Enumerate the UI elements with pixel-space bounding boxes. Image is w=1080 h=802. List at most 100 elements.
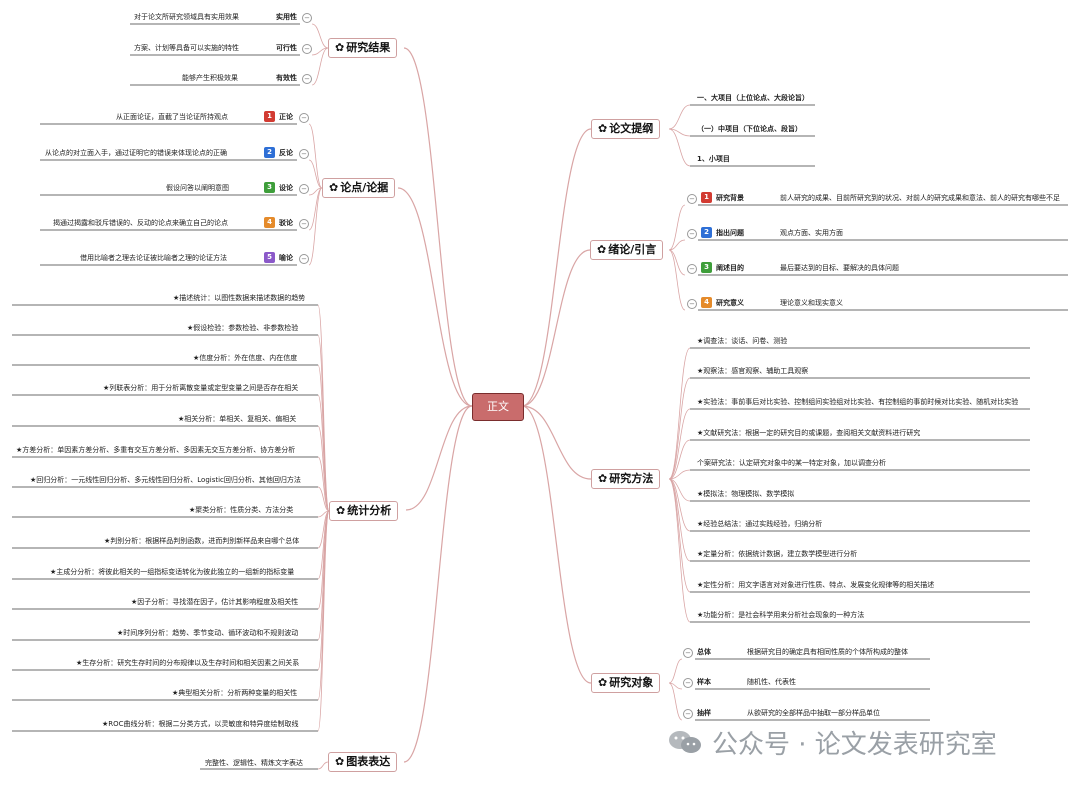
intro-item-1[interactable]: 研究背景 <box>716 194 744 202</box>
number-3-icon: 3 <box>701 262 712 273</box>
stats-item-8[interactable]: ★聚类分析：性质分类、方法分类 <box>189 506 294 514</box>
topic-paper-outline[interactable]: ✿论文提纲 <box>591 119 661 139</box>
collapse-icon[interactable]: − <box>299 113 309 123</box>
connector-line <box>668 408 691 480</box>
methods-item-6[interactable]: ★模拟法：物理模拟、数学模拟 <box>697 490 795 498</box>
intro-desc-1: 前人研究的成果、目前所研究到的状况、对前人的研究成果和意法、前人的研究有哪些不足 <box>780 194 1060 202</box>
topic-introduction[interactable]: ✿绪论/引言 <box>590 240 664 260</box>
collapse-icon[interactable]: − <box>299 219 309 229</box>
collapse-icon[interactable]: − <box>302 13 312 23</box>
arguments-item-1[interactable]: 正论 <box>279 113 293 121</box>
arguments-item-4[interactable]: 驳论 <box>279 219 293 227</box>
center-node[interactable]: 正文 <box>472 393 524 421</box>
methods-item-4[interactable]: ★文献研究法：根据一定的研究目的或课题，查阅相关文献资料进行研究 <box>697 429 921 437</box>
stats-item-13[interactable]: ★生存分析：研究生存时间的分布规律以及生存时间和相关因素之间关系 <box>76 659 300 667</box>
results-item-1[interactable]: 实用性 <box>276 13 297 21</box>
connector-line <box>668 128 691 167</box>
connector-line <box>668 204 686 251</box>
stats-item-2[interactable]: ★假设检验：参数检验、非参数检验 <box>187 324 299 332</box>
intro-item-2[interactable]: 指出问题 <box>716 229 744 237</box>
connector-line <box>403 405 473 763</box>
stats-item-6[interactable]: ★方差分析：单因素方差分析、多重有交互方差分析、多因素无交互方差分析、协方差分析 <box>16 446 296 454</box>
stats-item-14[interactable]: ★典型相关分析：分析两种变量的相关性 <box>172 689 298 697</box>
collapse-icon[interactable]: − <box>299 184 309 194</box>
stats-item-5[interactable]: ★相关分析：单相关、复相关、偏相关 <box>178 415 297 423</box>
topic-label: 研究对象 <box>609 676 654 689</box>
collapse-icon[interactable]: − <box>683 709 693 719</box>
methods-item-3[interactable]: ★实验法：事前事后对比实验、控制组间实验组对比实验、有控制组的事前时候对比实验、… <box>697 398 1019 406</box>
connector-line <box>317 304 330 512</box>
results-item-3[interactable]: 有效性 <box>276 74 297 82</box>
flower-icon: ✿ <box>336 504 346 517</box>
stats-item-9[interactable]: ★判别分析：根据样品判别函数，进而判别新样品来自哪个总体 <box>104 537 300 545</box>
number-1-icon: 1 <box>264 111 275 122</box>
collapse-icon[interactable]: − <box>683 678 693 688</box>
flower-icon: ✿ <box>597 243 607 256</box>
objects-item-3[interactable]: 抽样 <box>697 709 711 717</box>
intro-item-3[interactable]: 阐述目的 <box>716 264 744 272</box>
collapse-icon[interactable]: − <box>299 149 309 159</box>
connector-line <box>521 128 592 407</box>
connector-line <box>308 187 323 196</box>
methods-item-9[interactable]: ★定性分析：用文字语言对对象进行性质、特点、发展变化规律等的相关描述 <box>697 581 935 589</box>
topic-statistical-analysis[interactable]: ✿统计分析 <box>329 501 399 521</box>
objects-item-1[interactable]: 总体 <box>697 648 711 656</box>
topic-research-results[interactable]: ✿研究结果 <box>328 38 398 58</box>
methods-item-5[interactable]: 个案研究法：认定研究对象中的某一特定对象，加以调查分析 <box>697 459 886 467</box>
topic-label: 研究方法 <box>609 472 654 485</box>
connector-line <box>668 347 691 480</box>
topic-arguments[interactable]: ✿论点/论据 <box>322 178 396 198</box>
topic-label: 论文提纲 <box>609 122 654 135</box>
outline-item-2[interactable]: （一）中项目（下位论点、段旨） <box>697 125 802 133</box>
connector-line <box>668 478 691 593</box>
intro-item-4[interactable]: 研究意义 <box>716 299 744 307</box>
topic-research-methods[interactable]: ✿研究方法 <box>591 469 661 489</box>
objects-item-2[interactable]: 样本 <box>697 678 711 686</box>
flower-icon: ✿ <box>329 181 339 194</box>
stats-item-10[interactable]: ★主成分分析：将彼此相关的一组指标变适转化为彼此独立的一组新的指标变量 <box>50 568 295 576</box>
stats-item-15[interactable]: ★ROC曲线分析：根据二分类方式，以灵敏度和特异度绘制取线 <box>102 720 299 728</box>
outline-item-3[interactable]: 1、小项目 <box>697 155 730 163</box>
arguments-item-3[interactable]: 设论 <box>279 184 293 192</box>
stats-item-1[interactable]: ★描述统计：以图性数据来描述数据的趋势 <box>173 294 306 302</box>
methods-item-10[interactable]: ★功能分析：是社会科学用来分析社会现象的一种方法 <box>697 611 865 619</box>
outline-item-1[interactable]: 一、大项目（上位论点、大段论旨） <box>697 94 809 102</box>
arguments-item-2[interactable]: 反论 <box>279 149 293 157</box>
arguments-desc-1: 从正面论证，直截了当论证所持观点 <box>116 113 228 121</box>
collapse-icon[interactable]: − <box>299 254 309 264</box>
collapse-icon[interactable]: − <box>687 194 697 204</box>
topic-research-objects[interactable]: ✿研究对象 <box>591 673 661 693</box>
charts-item-1[interactable]: 完整性、逻辑性、精炼文字表达 <box>205 759 303 767</box>
results-desc-3: 能够产生积极效果 <box>182 74 238 82</box>
methods-item-8[interactable]: ★定量分析：依据统计数据，建立数学模型进行分析 <box>697 550 858 558</box>
intro-desc-4: 理论意义和现实意义 <box>780 299 843 307</box>
stats-item-12[interactable]: ★时间序列分析：趋势、季节变动、循环波动和不规则波动 <box>117 629 299 637</box>
connector-line <box>317 364 330 512</box>
methods-item-2[interactable]: ★观察法：感官观察、辅助工具观察 <box>697 367 809 375</box>
collapse-icon[interactable]: − <box>683 648 693 658</box>
topic-label: 论点/论据 <box>340 181 389 194</box>
methods-item-1[interactable]: ★调查法：谈话、问卷、测验 <box>697 337 788 345</box>
collapse-icon[interactable]: − <box>687 229 697 239</box>
arguments-desc-4: 揭通过揭露和驳斥错误的、反动的论点来确立自己的论点 <box>53 219 228 227</box>
stats-item-3[interactable]: ★信度分析：外在信度、内在信度 <box>193 354 298 362</box>
objects-desc-3: 从欲研究的全部样品中抽取一部分样品单位 <box>747 709 880 717</box>
topic-label: 绪论/引言 <box>608 243 657 256</box>
topic-chart-expression[interactable]: ✿图表表达 <box>328 752 398 772</box>
connector-line <box>308 159 323 189</box>
stats-item-11[interactable]: ★因子分析：寻找潜在因子，估计其影响程度及相关性 <box>131 598 299 606</box>
collapse-icon[interactable]: − <box>687 264 697 274</box>
methods-item-7[interactable]: ★经验总结法：通过实践经验，归纳分析 <box>697 520 823 528</box>
arguments-item-5[interactable]: 喻论 <box>279 254 293 262</box>
connector-line <box>317 456 330 512</box>
connector-line <box>668 478 691 623</box>
stats-item-4[interactable]: ★列联表分析：用于分析离散变量或定型变量之间是否存在相关 <box>103 384 299 392</box>
mindmap-canvas: 正文 ✿研究结果 对于论文所研究领域具有实用效果 实用性 − 方案、计划等具备可… <box>12 13 1068 772</box>
collapse-icon[interactable]: − <box>302 44 312 54</box>
collapse-icon[interactable]: − <box>302 74 312 84</box>
stats-item-7[interactable]: ★回归分析：一元线性回归分析、多元线性回归分析、Logistic回归分析、其他回… <box>30 476 301 484</box>
connector-line <box>668 682 683 721</box>
collapse-icon[interactable]: − <box>687 299 697 309</box>
results-item-2[interactable]: 可行性 <box>276 44 297 52</box>
connector-line <box>397 187 473 407</box>
